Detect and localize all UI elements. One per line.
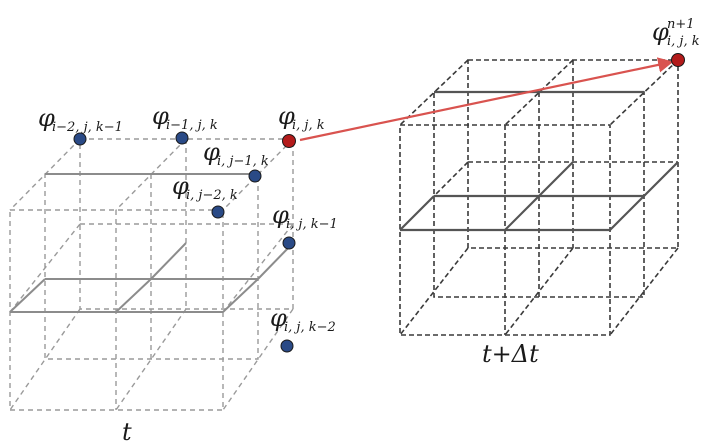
phi-superscript: n+1 bbox=[667, 17, 695, 32]
phi-subscript: i, j, k−2 bbox=[284, 320, 336, 335]
grid-node bbox=[211, 205, 225, 219]
grid-node bbox=[671, 53, 685, 67]
point-phi-i-jm2-k: φ i, j−2, k bbox=[172, 172, 238, 219]
phi-symbol: φ bbox=[203, 138, 220, 166]
grid-node bbox=[248, 169, 262, 183]
phi-symbol: φ bbox=[152, 102, 169, 130]
right-grid-cube: t+Δt bbox=[399, 59, 679, 368]
point-phi-i-j-km1: φ i, j, k−1 bbox=[272, 201, 338, 250]
grid-node bbox=[73, 132, 87, 146]
left-time-label: t bbox=[122, 418, 132, 446]
phi-symbol: φ bbox=[38, 104, 55, 132]
phi-subscript: i, j, k bbox=[292, 118, 325, 133]
phi-subscript: i, j, k−1 bbox=[286, 217, 338, 232]
left-grid-cube: t bbox=[9, 138, 294, 446]
point-phi-i-j-km2: φ i, j, k−2 bbox=[270, 304, 336, 353]
phi-subscript: i, j−1, k bbox=[217, 154, 269, 169]
phi-subscript: i−2, j, k−1 bbox=[52, 120, 123, 135]
grid-node bbox=[280, 339, 294, 353]
phi-symbol: φ bbox=[272, 201, 289, 229]
left-stencil-points: φ i−2, j, k−1 φ i−1, j, k φ i, j, k φ i,… bbox=[38, 102, 338, 353]
phi-symbol: φ bbox=[172, 172, 189, 200]
point-phi-im1-j-k: φ i−1, j, k bbox=[152, 102, 218, 145]
phi-subscript: i, j, k bbox=[667, 34, 700, 49]
time-advance-arrow bbox=[299, 57, 674, 142]
phi-subscript: i, j−2, k bbox=[186, 188, 238, 203]
right-time-label: t+Δt bbox=[482, 340, 539, 368]
right-stencil-points: φ n+1 i, j, k bbox=[652, 17, 700, 67]
phi-symbol: φ bbox=[652, 18, 669, 46]
phi-symbol: φ bbox=[270, 304, 287, 332]
grid-node bbox=[282, 236, 296, 250]
phi-subscript: i−1, j, k bbox=[166, 118, 218, 133]
point-phi-i-j-k: φ i, j, k bbox=[278, 102, 325, 148]
point-phi-i-j-k-next: φ n+1 i, j, k bbox=[652, 17, 700, 67]
grid-node bbox=[282, 134, 296, 148]
grid-node bbox=[175, 131, 189, 145]
phi-symbol: φ bbox=[278, 102, 295, 130]
point-phi-i-jm1-k: φ i, j−1, k bbox=[203, 138, 269, 183]
point-phi-im2-j-km1: φ i−2, j, k−1 bbox=[38, 104, 123, 146]
